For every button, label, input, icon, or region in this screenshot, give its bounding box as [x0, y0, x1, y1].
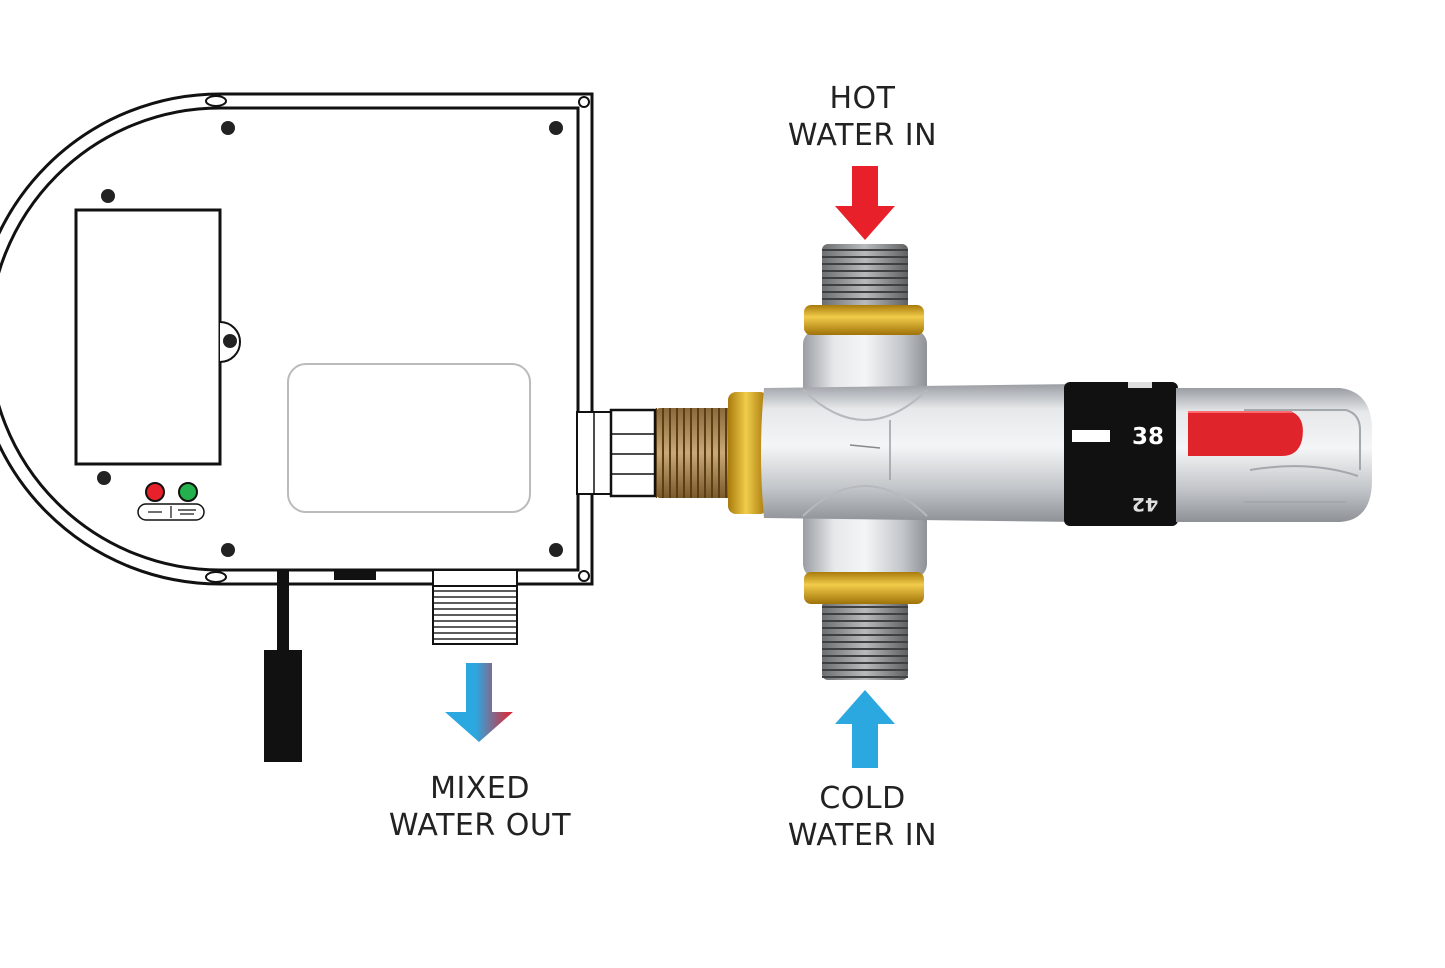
- bottom-slot: [334, 570, 376, 580]
- screw: [101, 189, 115, 203]
- tab-bottom-left: [205, 571, 227, 583]
- connector-nut: [609, 408, 657, 498]
- outlet-nozzle: [432, 585, 518, 645]
- hot-water-label: HOT WATER IN: [760, 80, 965, 154]
- led-green: [178, 482, 198, 502]
- cold-water-label-line1: COLD: [819, 781, 906, 816]
- cold-water-arrow: [835, 690, 895, 768]
- mixed-water-label-line1: MIXED: [430, 771, 530, 806]
- cable-plug: [264, 650, 302, 762]
- bottom-brass-collar: [804, 572, 924, 604]
- compartment-latch-screw: [223, 334, 237, 348]
- tab-top-left: [205, 95, 227, 107]
- temperature-dial-band: [1064, 382, 1178, 526]
- screw: [97, 471, 111, 485]
- tab-top-right: [578, 96, 590, 108]
- dial-value-next: 42: [1132, 493, 1158, 515]
- dial-indicator: [1072, 430, 1110, 442]
- screw: [549, 543, 563, 557]
- hot-water-arrow: [835, 166, 895, 240]
- thermostatic-valve: 38 42: [656, 244, 1372, 680]
- mixed-water-label: MIXED WATER OUT: [360, 770, 600, 844]
- mixed-water-label-line2: WATER OUT: [388, 808, 572, 843]
- cold-water-label-line2: WATER IN: [787, 818, 938, 853]
- led-red: [145, 482, 165, 502]
- tab-bottom-right: [578, 570, 590, 582]
- mixed-water-arrow: [445, 663, 513, 742]
- power-cable: [277, 570, 289, 652]
- dial-value-current: 38: [1132, 424, 1164, 450]
- main-body: [761, 384, 1080, 522]
- screw: [221, 121, 235, 135]
- module-compartment: [74, 208, 222, 466]
- hot-water-label-line2: WATER IN: [787, 118, 938, 153]
- control-box: [0, 92, 657, 762]
- outlet-nozzle-cap: [432, 569, 518, 587]
- safety-button-red: [1188, 412, 1303, 456]
- screw: [221, 543, 235, 557]
- top-brass-collar: [804, 305, 924, 335]
- left-brass-collar: [728, 392, 768, 514]
- hot-water-label-line1: HOT: [829, 81, 896, 116]
- sensor-window: [287, 363, 531, 513]
- cold-water-label: COLD WATER IN: [760, 780, 965, 854]
- screw: [549, 121, 563, 135]
